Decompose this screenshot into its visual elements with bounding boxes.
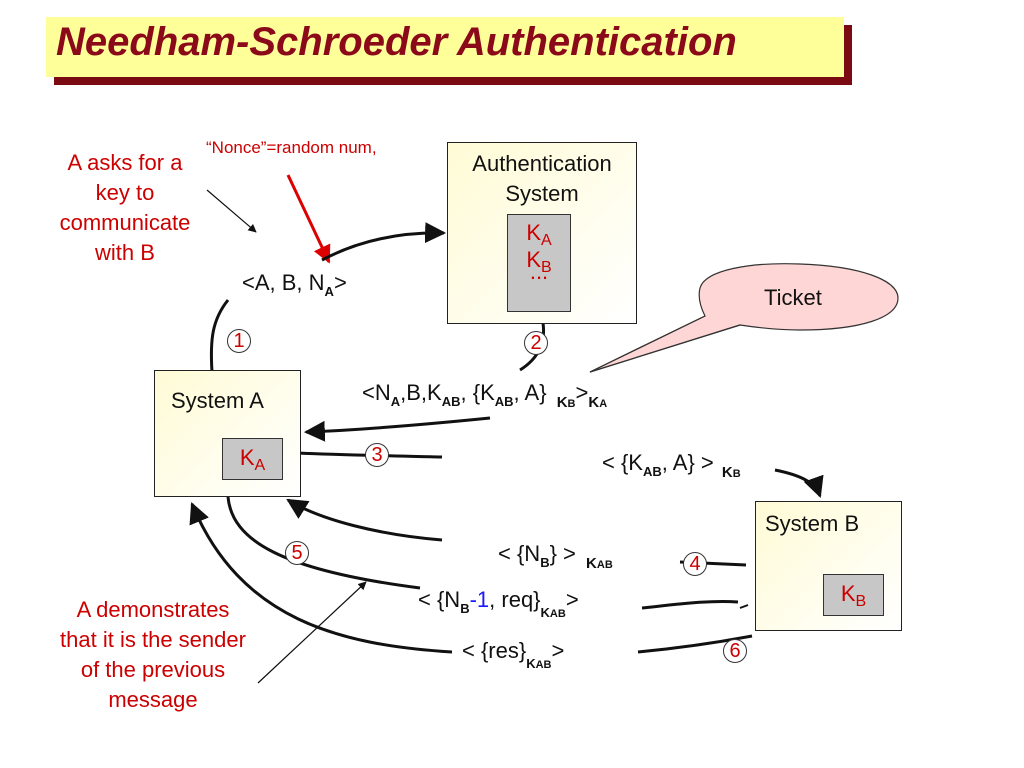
step-number-5: 5 [285,541,309,565]
message-1-arrow-top [321,222,447,262]
message-6-arrow [189,502,453,654]
system-b-key: KB [840,581,867,611]
message-1-arrow [209,299,230,373]
callout-a-asks-line: A asks for a [67,150,183,175]
auth-key-b: KB [526,247,552,277]
auth-key-a: KA [526,220,552,250]
system-b-label: System B [765,511,860,536]
callout-a-asks-line: with B [95,240,155,265]
pointer-a-demonstrates [257,581,367,684]
system-b-key-box: KB [823,574,884,616]
page-title: Needham-Schroeder Authentication [56,20,737,64]
message-5-tick [739,604,749,609]
message-6-label: < {res}KAB> [462,638,565,671]
step-number-4: 4 [683,552,707,576]
auth-system-label: Authentication System [448,149,636,209]
auth-system-label-line: Authentication [472,151,612,176]
title-banner [46,17,844,77]
pointer-a-asks [206,189,257,233]
message-3-label: < {KAB, A} > KB [602,450,741,481]
message-4-arrow [286,498,443,542]
callout-a-demonstrates-line: message [108,687,198,712]
step-number-2: 2 [524,331,548,355]
message-4-label: < {NB} > KAB [498,541,613,572]
callout-a-demonstrates-line: that it is the sender [60,627,246,652]
callout-a-asks-line: communicate [59,210,191,235]
message-5-label: < {NB-1, req}KAB> [418,587,579,620]
message-2-arrow [303,416,491,442]
step-number-3: 3 [365,443,389,467]
system-a-label: System A [171,388,264,413]
auth-keys-box: KA KB ... [507,214,571,312]
callout-a-demonstrates-line: of the previous [80,657,226,682]
message-5-line [226,496,421,590]
message-2-label: <NA,B,KAB, {KAB, A} KB>KA [362,380,608,411]
nonce-arrow [286,174,331,264]
step-number-1: 1 [227,329,251,353]
callout-a-demonstrates: A demonstrates that it is the sender of … [26,595,280,715]
ticket-label: Ticket [764,285,822,310]
message-5-line-right [641,599,739,610]
system-a-key-box: KA [222,438,283,480]
step-number-6: 6 [723,639,747,663]
message-3-arrow [774,468,824,498]
auth-system-label-line: System [505,181,579,206]
message-1-label: <A, B, NA> [242,270,347,299]
callout-a-asks: A asks for a key to communicate with B [32,148,218,268]
system-a-key: KA [239,445,266,475]
auth-key-more: ... [529,259,549,284]
message-6-line [637,634,753,654]
ticket-balloon [589,263,899,373]
callout-a-asks-line: key to [95,180,155,205]
nonce-note: “Nonce”=random num, [206,138,377,157]
callout-a-demonstrates-line: A demonstrates [76,597,230,622]
